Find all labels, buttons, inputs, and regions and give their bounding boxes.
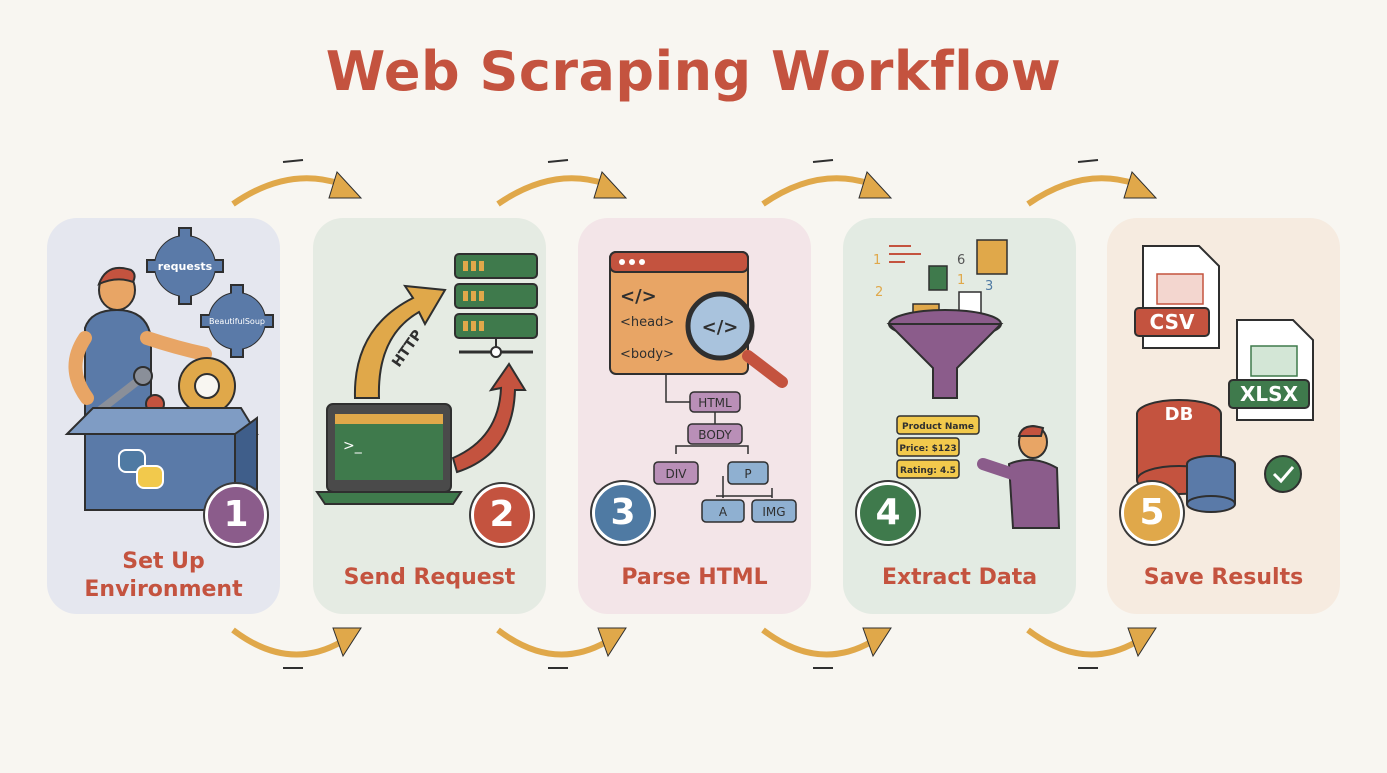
gear-label-bs4: BeautifulSoup [209, 317, 265, 326]
step-label: Extract Data [843, 564, 1076, 592]
snippet-number: 6 [957, 253, 965, 268]
snippet-number: 3 [985, 279, 993, 294]
tree-node: DIV [666, 467, 688, 481]
csv-file-icon: CSV [1134, 245, 1220, 349]
snippet-number: 1 [873, 253, 881, 268]
xlsx-file-icon: XLSX [1228, 319, 1314, 421]
funnel-icon [886, 309, 1004, 399]
gear-icon [145, 357, 236, 415]
step-card-parse: </> <head> <body> </> HTML BODY DIV P A [578, 218, 811, 614]
flow-arrow-top [1026, 175, 1137, 207]
step-label-line: Save Results [1143, 565, 1304, 590]
step-label: Save Results [1107, 564, 1340, 592]
arrow-head-icon [328, 171, 363, 199]
parse-illustration: </> <head> <body> </> HTML BODY DIV P A [609, 251, 797, 523]
step-label: Send Request [313, 564, 546, 592]
terminal-prompt: >_ [343, 438, 363, 454]
step-label-line: Send Request [343, 565, 516, 590]
arrow-head-icon [597, 627, 627, 658]
tree-node: BODY [698, 428, 732, 442]
step-card-setup: requests BeautifulSoup [47, 218, 280, 614]
db-label: DB [1165, 404, 1194, 425]
developer-figure [68, 266, 212, 419]
xlsx-label: XLSX [1240, 382, 1299, 406]
checkmark-icon [1264, 455, 1302, 493]
flow-arrow-bottom [496, 627, 608, 658]
arrow-head-icon [1127, 627, 1157, 658]
flow-arrow-bottom [761, 627, 873, 658]
field-label: Rating: 4.5 [900, 466, 956, 476]
arrow-head-icon [332, 627, 362, 658]
tree-node: P [744, 467, 751, 481]
motion-line [547, 159, 569, 163]
step-card-request: HTTP >_ 2 Send Request [313, 218, 546, 614]
motion-line [812, 159, 834, 163]
step-card-save: CSV XLSX DB 5 Save Results [1107, 218, 1340, 614]
server-icon [454, 253, 538, 358]
flow-arrow-top [231, 175, 342, 207]
flow-arrow-bottom [231, 627, 343, 658]
analyst-figure [977, 425, 1061, 529]
arrow-head-icon [593, 171, 628, 199]
dom-tree-lines [665, 374, 773, 498]
database-icon [1186, 455, 1236, 513]
field-label: Price: $123 [899, 444, 956, 454]
step-label-line: Parse HTML [621, 565, 768, 590]
step-number-badge: 3 [592, 482, 654, 544]
tree-node: HTML [698, 396, 732, 410]
http-arrow-icon: HTTP [353, 284, 447, 399]
code-line: <body> [620, 347, 674, 362]
arrow-head-icon [1123, 171, 1158, 199]
step-label-line: Set Up [122, 549, 205, 574]
flow-arrow-top [496, 175, 607, 207]
field-label: Product Name [902, 422, 974, 432]
tree-node: A [719, 505, 728, 519]
code-line: <head> [620, 315, 674, 330]
gear-icon [200, 284, 274, 358]
step-number-badge: 2 [471, 484, 533, 546]
flow-arrow-top [761, 175, 872, 207]
arrow-head-icon [862, 627, 892, 658]
extract-illustration: 1 2 6 1 3 </> Product Name Price: $123 R… [873, 239, 1061, 529]
step-number-badge: 5 [1121, 482, 1183, 544]
tree-node: IMG [762, 505, 785, 519]
page-title: Web Scraping Workflow [325, 40, 1062, 103]
flow-arrow-bottom [1026, 627, 1138, 658]
laptop-icon: >_ [315, 403, 463, 505]
step-label-line: Extract Data [881, 565, 1038, 590]
magnifier-icon: </> [685, 291, 788, 388]
csv-label: CSV [1150, 310, 1195, 334]
gear-label-requests: requests [158, 260, 213, 273]
code-line: </> [620, 286, 657, 307]
motion-line [282, 159, 304, 163]
snippet-number: 2 [875, 285, 883, 300]
step-label: Parse HTML [578, 564, 811, 592]
dom-tree: HTML BODY DIV P A IMG [653, 391, 797, 523]
step-label: Set Up Environment [47, 548, 280, 604]
step-card-extract: 1 2 6 1 3 </> Product Name Price: $123 R… [843, 218, 1076, 614]
magnifier-code: </> [702, 317, 739, 338]
gear-icon [146, 227, 224, 305]
save-illustration: CSV XLSX DB [1134, 245, 1314, 513]
step-number-badge: 1 [205, 484, 267, 546]
arrow-head-icon [858, 171, 893, 199]
step-label-line: Environment [84, 577, 243, 602]
setup-illustration: requests BeautifulSoup [64, 227, 274, 512]
snippet-number: 1 [957, 273, 965, 288]
return-arrow-icon [451, 362, 527, 474]
step-number-badge: 4 [857, 482, 919, 544]
extracted-fields: Product Name Price: $123 Rating: 4.5 [896, 415, 980, 479]
request-illustration: HTTP >_ [315, 253, 538, 505]
motion-line [1077, 159, 1099, 163]
